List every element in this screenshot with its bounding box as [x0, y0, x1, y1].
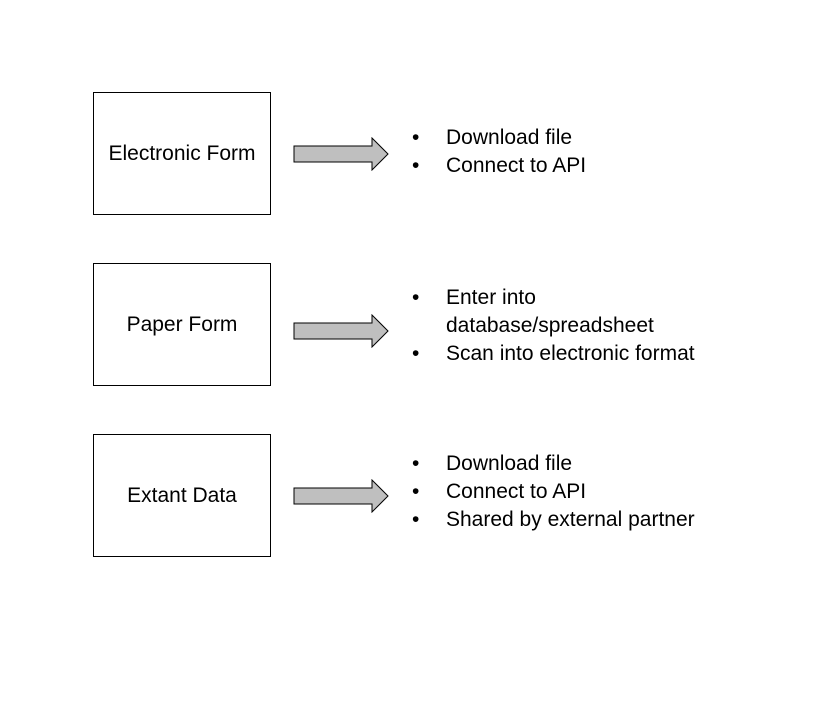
- list-item: Download file: [410, 124, 736, 152]
- electronic-form-label: Electronic Form: [108, 141, 256, 165]
- right-arrow-icon: [293, 137, 389, 171]
- right-arrow-icon: [293, 314, 389, 348]
- electronic-form-options-list: Download file Connect to API: [410, 124, 736, 180]
- extant-data-box: Extant Data: [93, 434, 271, 557]
- paper-form-box: Paper Form: [93, 263, 271, 386]
- right-arrow-icon: [293, 479, 389, 513]
- list-item: Connect to API: [410, 478, 736, 506]
- list-item: Connect to API: [410, 152, 736, 180]
- paper-form-label: Paper Form: [126, 312, 238, 336]
- electronic-form-box: Electronic Form: [93, 92, 271, 215]
- list-item: Download file: [410, 450, 736, 478]
- extant-data-label: Extant Data: [127, 483, 237, 507]
- list-item: Shared by external partner: [410, 506, 736, 534]
- list-item: Scan into electronic format: [410, 340, 736, 368]
- extant-data-options-list: Download file Connect to API Shared by e…: [410, 450, 736, 534]
- paper-form-options-list: Enter into database/spreadsheet Scan int…: [410, 284, 736, 368]
- list-item: Enter into database/spreadsheet: [410, 284, 706, 340]
